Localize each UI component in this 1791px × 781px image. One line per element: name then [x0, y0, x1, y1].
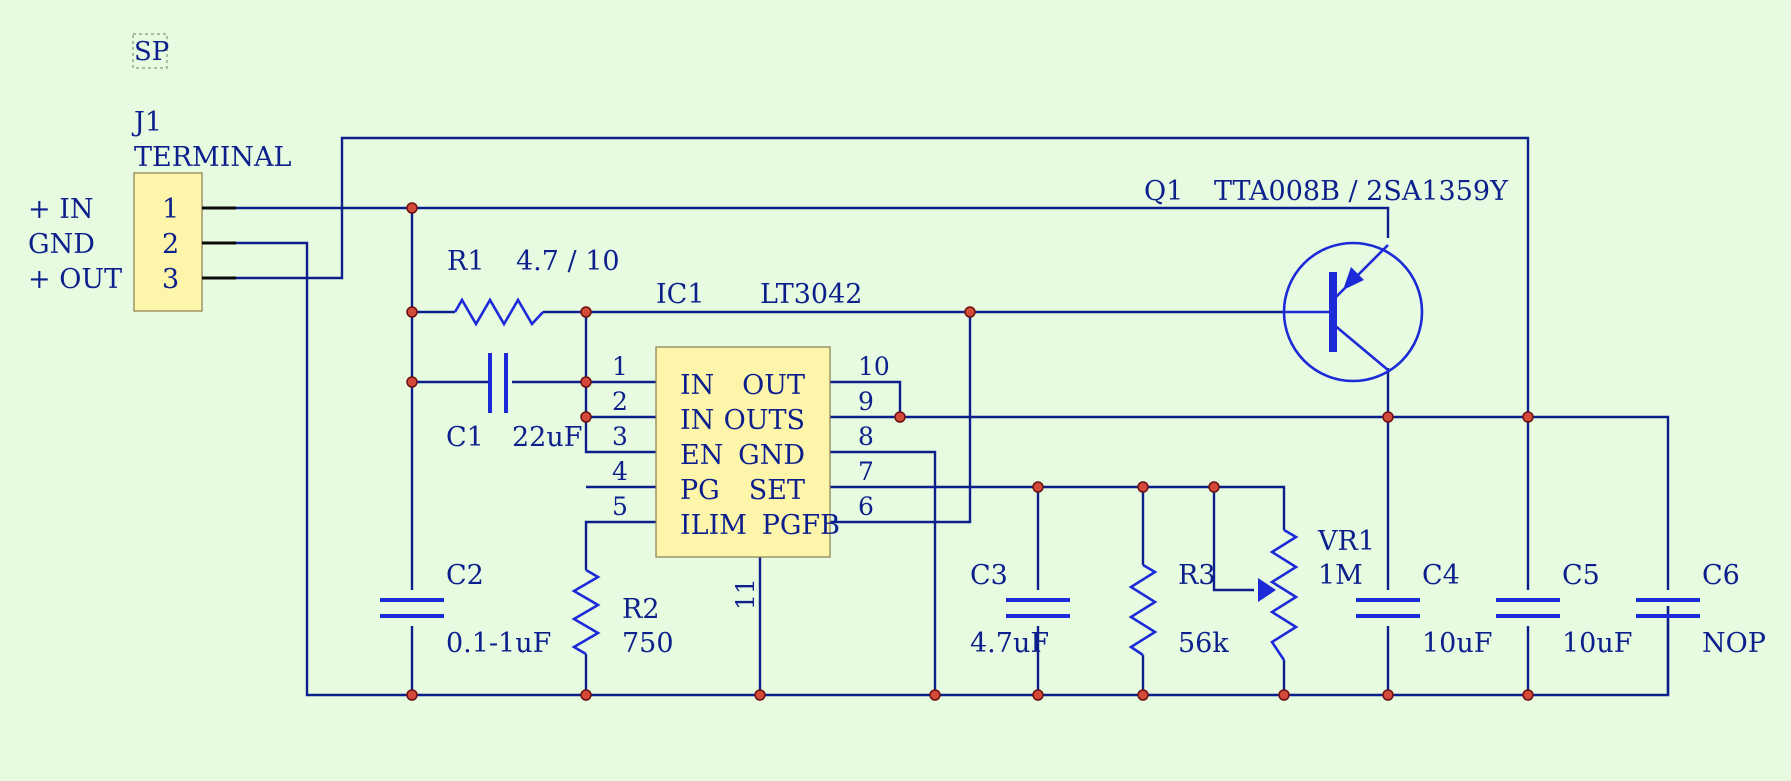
- ic1-pin-name-ilim: ILIM: [680, 510, 747, 541]
- junction-dot: [1382, 411, 1394, 423]
- junction-dot: [1137, 481, 1149, 493]
- r3-ref: R3: [1178, 560, 1216, 591]
- junction-dot: [1522, 689, 1534, 701]
- ic1-pin-num-7: 7: [858, 457, 874, 486]
- sp-outline: [132, 33, 168, 69]
- junction-dot: [964, 306, 976, 318]
- c4-capacitor: [1356, 598, 1420, 618]
- r2-value: 750: [622, 628, 674, 659]
- junction-dot: [406, 202, 418, 214]
- c4-value: 10uF: [1422, 628, 1492, 659]
- vr1-ref: VR1: [1317, 526, 1375, 557]
- j1-pin-2: 2: [162, 229, 179, 260]
- j1-value: TERMINAL: [134, 142, 291, 173]
- junction-dot: [580, 411, 592, 423]
- junction-dot: [406, 376, 418, 388]
- ic1-pin-name-outs: OUTS: [724, 405, 805, 436]
- j1-terminal-block: [133, 172, 203, 312]
- c6-value: NOP: [1702, 628, 1766, 659]
- net-label-gnd: GND: [28, 229, 95, 260]
- ic1-pin-name-set: SET: [749, 475, 805, 506]
- j1-ref: J1: [131, 107, 162, 138]
- junction-dot: [1208, 481, 1220, 493]
- r1-value: 4.7 / 10: [516, 246, 620, 277]
- ic1-pin-num-8: 8: [858, 422, 874, 451]
- c3-capacitor: [1006, 598, 1070, 618]
- q1-ref: Q1: [1144, 176, 1183, 207]
- c2-capacitor: [380, 598, 444, 618]
- c6-ref: C6: [1702, 560, 1740, 591]
- c5-value: 10uF: [1562, 628, 1632, 659]
- ic1-pin-num-11: 11: [731, 578, 760, 610]
- junction-dot: [929, 689, 941, 701]
- c1-capacitor: [488, 353, 508, 413]
- ic1-pin-num-2: 2: [612, 387, 628, 416]
- ic1-body: [655, 346, 831, 558]
- ic1-pin-num-9: 9: [858, 387, 874, 416]
- junction-dot: [406, 689, 418, 701]
- r3-resistor: [1128, 563, 1158, 657]
- ic1-pin-name-out: OUT: [742, 370, 805, 401]
- ic1-value: LT3042: [760, 279, 862, 310]
- c1-ref: C1: [446, 422, 484, 453]
- r1-resistor: [453, 297, 544, 327]
- ic1-pin-name-in-1: IN: [680, 370, 714, 401]
- junction-dot: [894, 411, 906, 423]
- net-label-in: + IN: [28, 194, 94, 225]
- ic1-pin-name-en: EN: [680, 440, 723, 471]
- junction-dot: [1382, 689, 1394, 701]
- j1-pin-3: 3: [162, 264, 179, 295]
- ic1-pin-num-1: 1: [612, 352, 628, 381]
- net-label-out: + OUT: [28, 264, 122, 295]
- junctions: [406, 202, 1534, 701]
- junction-dot: [1032, 481, 1044, 493]
- ic1-pin-num-4: 4: [612, 457, 628, 486]
- vr1-value: 1M: [1318, 560, 1363, 591]
- c1-value: 22uF: [512, 422, 582, 453]
- sp-label: SP: [134, 37, 169, 67]
- junction-dot: [1032, 689, 1044, 701]
- junction-dot: [754, 689, 766, 701]
- c2-value: 0.1-1uF: [446, 628, 551, 659]
- r2-resistor: [571, 568, 601, 656]
- q1-value: TTA008B / 2SA1359Y: [1214, 176, 1509, 207]
- junction-dot: [580, 689, 592, 701]
- c5-capacitor: [1496, 598, 1560, 618]
- ic1-pin-num-5: 5: [612, 492, 628, 521]
- ic1-pin-name-in-2: IN: [680, 405, 714, 436]
- c3-value: 4.7uF: [970, 628, 1049, 659]
- wires: [236, 136, 1670, 697]
- r1-ref: R1: [447, 246, 485, 277]
- c3-ref: C3: [970, 560, 1008, 591]
- junction-dot: [1278, 689, 1290, 701]
- vr1-potentiometer: [1258, 528, 1299, 661]
- junction-dot: [580, 306, 592, 318]
- junction-dot: [1522, 411, 1534, 423]
- junction-dot: [1137, 689, 1149, 701]
- q1-transistor: [1282, 241, 1424, 383]
- junction-dot: [580, 376, 592, 388]
- c5-ref: C5: [1562, 560, 1600, 591]
- r2-ref: R2: [622, 594, 660, 625]
- ic1-ref: IC1: [656, 279, 705, 310]
- ic1-pin-num-3: 3: [612, 422, 628, 451]
- junction-dot: [406, 306, 418, 318]
- j1-pin-1: 1: [162, 194, 179, 225]
- r3-value: 56k: [1178, 628, 1229, 659]
- c4-ref: C4: [1422, 560, 1460, 591]
- ic1-pin-num-6: 6: [858, 492, 874, 521]
- ic1-pin-num-10: 10: [858, 352, 890, 381]
- ic1-pin-name-pg: PG: [680, 475, 720, 506]
- c2-ref: C2: [446, 560, 484, 591]
- c6-capacitor: [1636, 598, 1700, 618]
- ic1-pin-name-pgfb: PGFB: [762, 510, 840, 541]
- ic1-pin-name-gnd: GND: [738, 440, 805, 471]
